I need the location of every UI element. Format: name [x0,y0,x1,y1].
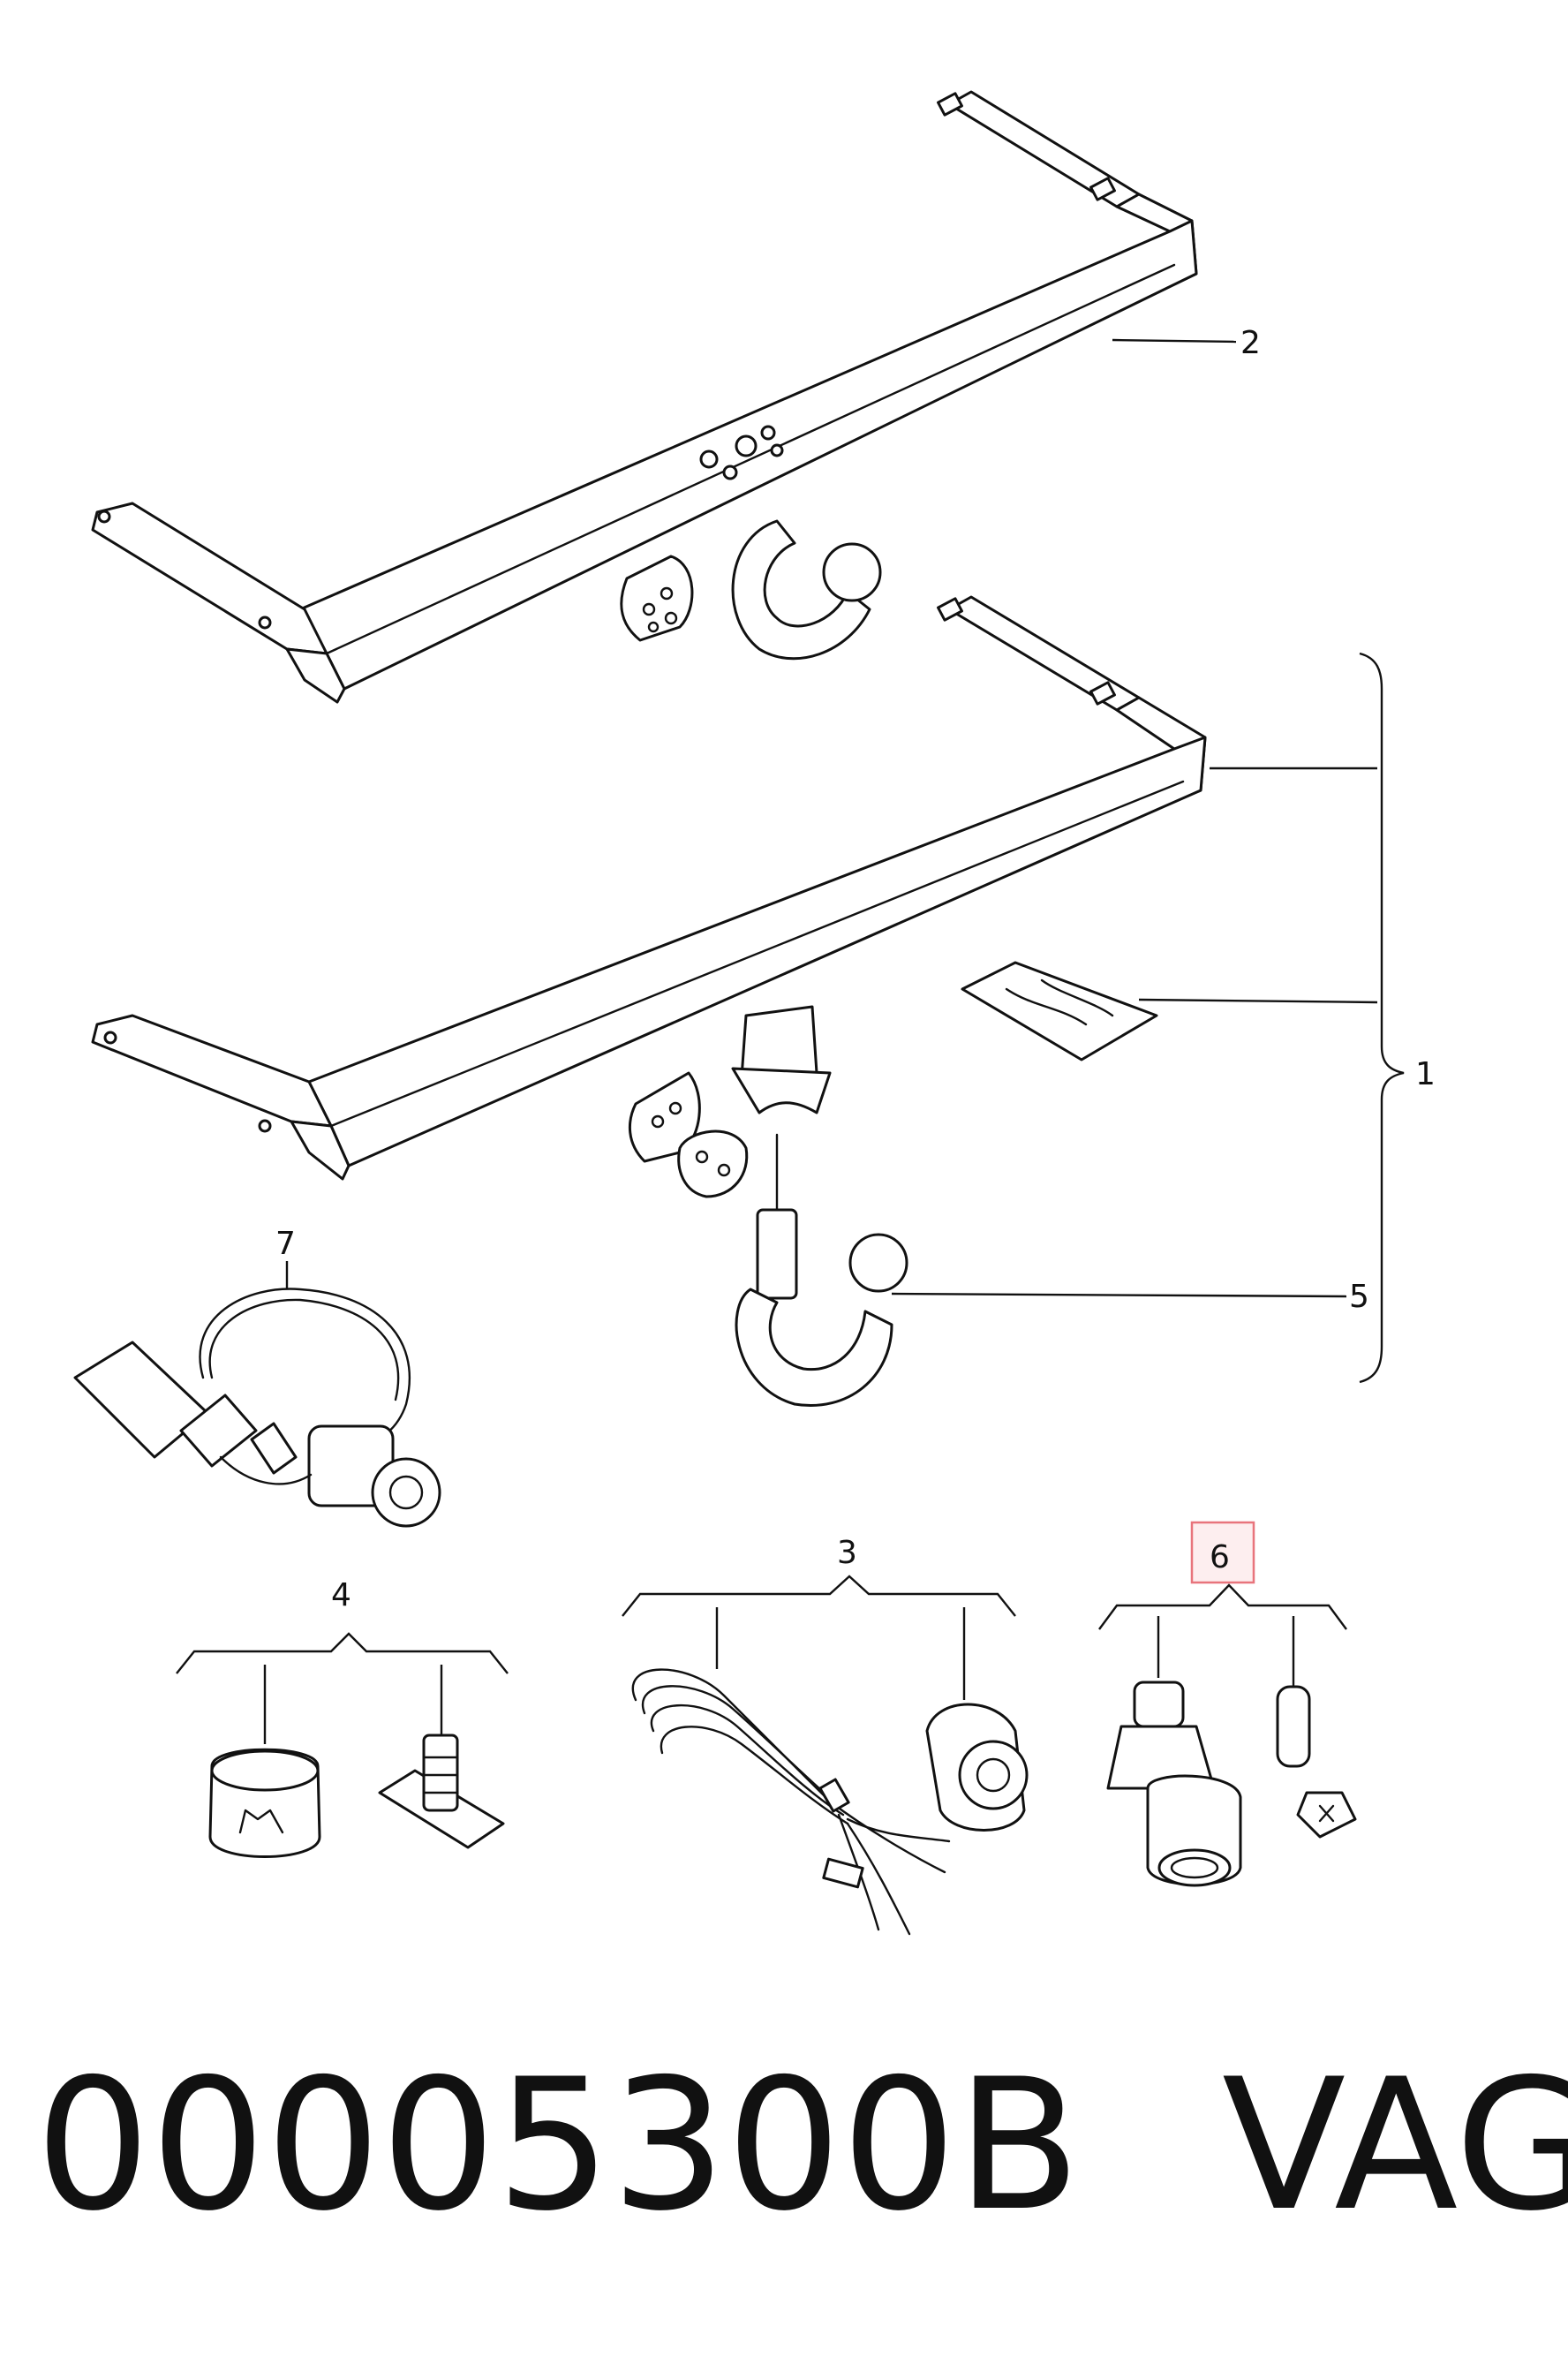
bracket-4 [176,1632,509,1674]
leader-1b [1138,998,1378,1004]
crossmember-upper [91,90,1198,704]
callout-2: 2 [1240,325,1261,361]
crossmember-lower [91,595,1207,1181]
brace-1 [1359,652,1405,1384]
part-number: 00005300B [35,2041,1082,2251]
fastener-bag [961,961,1158,1061]
callout-4: 4 [331,1577,351,1613]
cap-and-pin [1276,1685,1357,1839]
bracket-6 [1098,1583,1347,1630]
exploded-view-diagram: 2 5 1 [73,90,1436,1936]
socket-housing [208,1748,321,1858]
ball-hook-detachable [735,1133,908,1407]
callout-3: 3 [837,1535,857,1571]
connector-plug-13-pin [1106,1681,1242,1887]
leader-2 [1112,338,1237,344]
callout-6: 6 [1210,1539,1230,1575]
adapter-cable [73,1288,441,1528]
callout-1: 1 [1415,1056,1436,1092]
callout-5: 5 [1349,1279,1369,1315]
socket-7-pin [925,1703,1029,1832]
hook-mount-bracket [628,1005,832,1198]
bracket-3 [622,1575,1016,1617]
ball-hook-upper [620,519,882,661]
leader-5 [891,1292,1347,1298]
highlight-box-6 [1190,1521,1255,1584]
mounting-plate-with-pin [378,1734,505,1849]
wiring-harness [631,1668,951,1936]
part-number-caption: 00005300B VAG [35,2022,1568,2270]
callout-7: 7 [275,1226,296,1262]
brand-name: VAG [1222,2041,1568,2251]
